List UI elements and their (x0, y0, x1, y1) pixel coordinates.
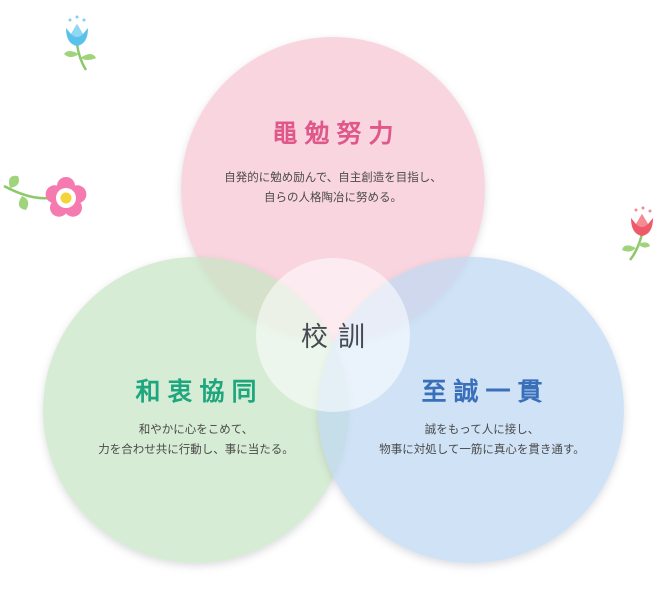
motto-desc-right-line2: 物事に対処して一筋に真心を貫き通す。 (379, 442, 585, 456)
motto-desc-left: 和やかに心をこめて、 力を合わせ共に行動し、事に当たる。 (56, 419, 336, 459)
center-circle (256, 258, 410, 412)
motto-title-right: 至誠一貫 (421, 377, 550, 406)
motto-title-top: 黽勉努力 (272, 119, 401, 148)
motto-desc-top: 自発的に勉め励んで、自主創造を目指し、 自らの人格陶冶に努める。 (193, 167, 473, 207)
pink-flower-icon (3, 175, 87, 217)
motto-desc-top-line2: 自らの人格陶冶に努める。 (264, 190, 402, 204)
motto-desc-left-line1: 和やかに心をこめて、 (138, 422, 254, 436)
motto-title-left: 和衷協同 (135, 377, 264, 406)
motto-desc-top-line1: 自発的に勉め励んで、自主創造を目指し、 (224, 170, 442, 184)
red-tulip-icon (622, 206, 653, 261)
center-label: 校訓 (301, 322, 375, 353)
motto-desc-right-line1: 誠をもって人に接し、 (424, 422, 540, 436)
motto-desc-left-line2: 力を合わせ共に行動し、事に当たる。 (98, 442, 294, 456)
motto-desc-right: 誠をもって人に接し、 物事に対処して一筋に真心を貫き通す。 (342, 419, 622, 459)
blue-tulip-icon (64, 15, 96, 71)
